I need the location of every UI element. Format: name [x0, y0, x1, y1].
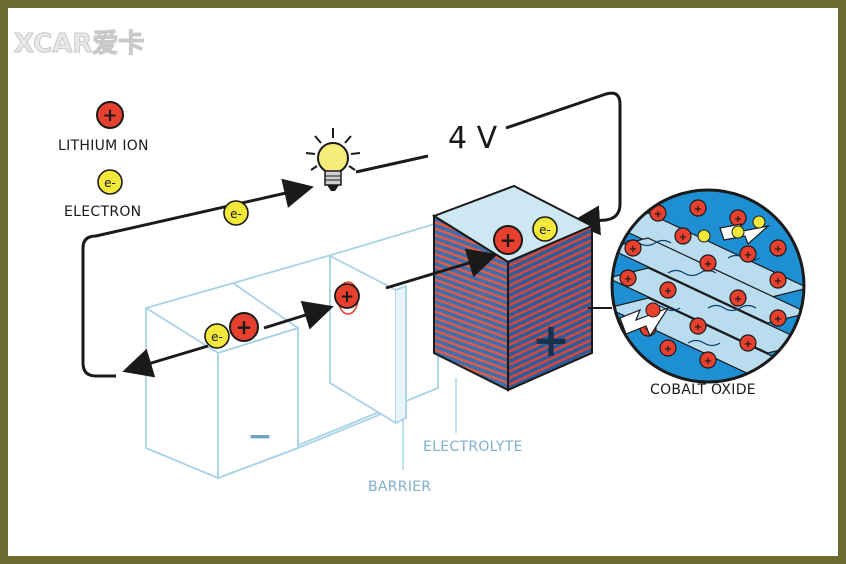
- svg-text:+: +: [500, 228, 517, 252]
- electron-on-wire: e-: [223, 200, 249, 226]
- arrow-icon: [122, 344, 209, 378]
- circuit-wire-top: [505, 91, 622, 236]
- cobalt-oxide-label: COBALT OXIDE: [650, 382, 756, 398]
- svg-text:+: +: [664, 286, 672, 297]
- svg-text:+: +: [734, 214, 742, 225]
- svg-text:+: +: [774, 244, 782, 255]
- svg-text:+: +: [704, 259, 712, 270]
- legend: + LITHIUM ION e- ELECTRON: [58, 101, 149, 220]
- electron-icon: e-: [97, 169, 123, 195]
- arrow-icon: [263, 300, 334, 330]
- svg-text:e-: e-: [104, 176, 116, 190]
- svg-text:+: +: [340, 287, 354, 307]
- negative-sign: −: [247, 419, 272, 454]
- barrier-separator: [329, 254, 407, 425]
- circuit-wire: [81, 178, 314, 378]
- svg-text:+: +: [694, 322, 702, 333]
- positive-sign: +: [532, 313, 571, 367]
- svg-text:+: +: [679, 232, 687, 243]
- cobalt-oxide-magnifier: +++ +++ +++ +++ +++ +++: [610, 188, 806, 384]
- svg-text:+: +: [774, 314, 782, 325]
- svg-text:e-: e-: [230, 207, 242, 221]
- svg-text:+: +: [744, 250, 752, 261]
- svg-text:+: +: [629, 244, 637, 255]
- svg-text:+: +: [654, 209, 662, 220]
- arrow-icon: [385, 248, 498, 290]
- svg-text:+: +: [704, 356, 712, 367]
- svg-text:+: +: [774, 276, 782, 287]
- diagram-frame: XCAR爱卡 + LITHIUM ION e- ELECTRON 4 V: [8, 8, 838, 556]
- voltage-label: 4 V: [448, 121, 498, 156]
- anode-electron: e-: [204, 323, 230, 349]
- svg-text:e-: e-: [211, 330, 223, 344]
- svg-text:e-: e-: [539, 223, 551, 237]
- anode-lithium-ion: +: [229, 312, 259, 342]
- cathode-electrode: +: [431, 184, 595, 392]
- electrolyte-label: ELECTROLYTE: [423, 439, 523, 455]
- svg-text:+: +: [744, 339, 752, 350]
- light-bulb-icon: [305, 128, 361, 191]
- legend-electron-label: ELECTRON: [64, 204, 141, 220]
- battery-diagram: XCAR爱卡 + LITHIUM ION e- ELECTRON 4 V: [14, 29, 806, 495]
- svg-text:+: +: [694, 204, 702, 215]
- barrier-label: BARRIER: [368, 479, 431, 495]
- cathode-lithium-ion: +: [493, 225, 523, 255]
- cathode-electron: e-: [532, 216, 558, 242]
- svg-text:+: +: [236, 315, 253, 339]
- svg-text:+: +: [624, 274, 632, 285]
- legend-lithium-ion-label: LITHIUM ION: [58, 138, 149, 154]
- svg-text:+: +: [102, 105, 117, 126]
- anode-electrode: −: [217, 326, 299, 480]
- circuit-wire-right: [355, 154, 429, 174]
- barrier-lithium-ion: +: [334, 283, 360, 309]
- lithium-ion-icon: +: [96, 101, 124, 129]
- svg-text:+: +: [734, 294, 742, 305]
- svg-text:+: +: [664, 344, 672, 355]
- watermark-logo: XCAR爱卡: [14, 29, 144, 59]
